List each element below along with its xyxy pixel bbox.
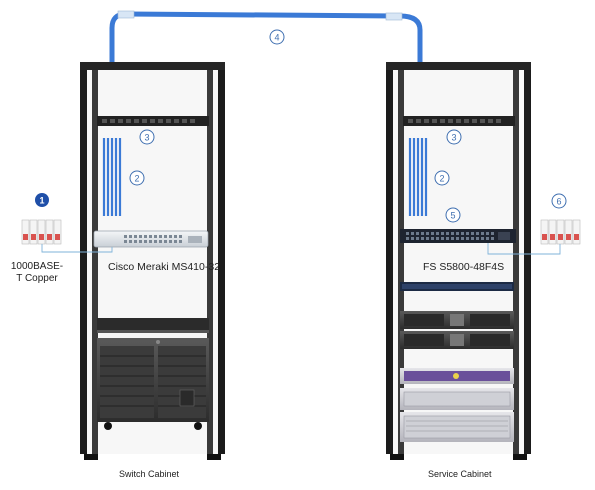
server-silver-2 (400, 412, 514, 442)
svg-text:3: 3 (144, 133, 149, 143)
copper-module-label: 1000BASE-T Copper (10, 261, 64, 284)
server-silver-1 (400, 388, 514, 410)
callout-2-right: 2 (434, 170, 450, 186)
fs-switch-label: FS S5800-48F4S (423, 261, 505, 273)
callout-4: 4 (269, 29, 285, 45)
svg-text:6: 6 (556, 197, 561, 207)
callout-3-left: 3 (139, 129, 155, 145)
callout-2-left: 2 (129, 170, 145, 186)
service-cabinet-label: Service Cabinet (428, 469, 492, 479)
callout-1: 1 (35, 193, 49, 207)
trunk-cable (109, 10, 423, 88)
keyboard-tray (97, 318, 209, 330)
svg-text:5: 5 (450, 211, 455, 221)
switch-cabinet-label: Switch Cabinet (119, 469, 180, 479)
patch-panel-left (97, 116, 209, 126)
svg-text:3: 3 (451, 133, 456, 143)
fiber-module-right (540, 219, 581, 245)
callout-5: 5 (445, 207, 461, 223)
server-2u-dark-2 (400, 331, 514, 349)
ups-unit (97, 338, 209, 422)
meraki-switch (93, 230, 209, 248)
meraki-switch-label: Cisco Meraki MS410-32 (108, 261, 221, 273)
svg-text:2: 2 (134, 174, 139, 184)
server-2u-dark-1 (400, 311, 514, 329)
server-purple (400, 368, 514, 384)
copper-module-left (21, 219, 62, 245)
svg-text:1: 1 (39, 196, 44, 206)
copper-link-line (41, 244, 113, 253)
patch-cords-left (102, 138, 122, 216)
fs-switch (400, 229, 516, 243)
patch-cords-right (408, 138, 428, 216)
callout-6: 6 (551, 193, 567, 209)
svg-text:2: 2 (439, 174, 444, 184)
server-1u-blue (400, 282, 514, 291)
fiber-link-line (487, 243, 561, 255)
callout-3-right: 3 (446, 129, 462, 145)
patch-panel-right (403, 116, 515, 126)
svg-text:4: 4 (274, 33, 279, 43)
